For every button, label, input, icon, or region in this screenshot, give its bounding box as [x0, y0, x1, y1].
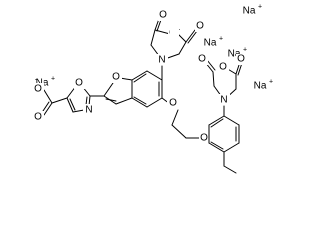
carbonyl-oxygen-label: O [237, 54, 245, 65]
ethylene-glycol-bridge: O O [161, 97, 210, 144]
oxygen-charge: - [35, 77, 38, 84]
sodium-charge: + [258, 4, 262, 11]
sodium-label: Na [204, 38, 217, 49]
upper-iminodiacetate: N O O - O [150, 10, 205, 66]
sodium-charge: + [219, 36, 223, 43]
oxazole-carboxylate: O N O - O [33, 77, 105, 123]
nitrogen-label: N [220, 95, 227, 106]
ether-oxygen-label: O [200, 133, 208, 144]
carbonyl-oxygen-label: O [198, 54, 206, 65]
sodium-ion: Na + [254, 79, 273, 92]
oxazole-nitrogen-label: N [85, 105, 92, 116]
lower-iminodiacetate: N O O O [197, 54, 247, 106]
oxygen-charge: - [178, 27, 181, 34]
nitrogen-label: N [158, 55, 165, 66]
oxazole-oxygen-label: O [75, 78, 83, 89]
sodium-label: Na [243, 6, 256, 17]
carbonyl-oxygen-label: O [34, 112, 42, 123]
carbonyl-oxygen-label: O [196, 21, 204, 32]
sodium-charge: + [51, 76, 55, 83]
furan-oxygen-label: O [112, 72, 120, 83]
sodium-charge: + [243, 47, 247, 54]
sodium-ion: Na + [204, 36, 223, 49]
benzofuran-ring: O [103, 65, 163, 108]
methylphenyl-ring [208, 105, 240, 174]
sodium-charge: + [269, 79, 273, 86]
sodium-ion: Na + [228, 47, 247, 60]
sodium-ion: Na + [243, 4, 262, 17]
carbonyl-oxygen-label: O [159, 10, 167, 21]
carboxylate-oxygen-label: O [219, 62, 227, 73]
carboxylate-oxygen-label: O [34, 84, 42, 95]
sodium-label: Na [228, 49, 241, 60]
sodium-label: Na [254, 81, 267, 92]
chemical-structure: Na + Na + Na + Na + Na + N O O - O [33, 4, 273, 174]
ether-oxygen-label: O [169, 98, 177, 109]
